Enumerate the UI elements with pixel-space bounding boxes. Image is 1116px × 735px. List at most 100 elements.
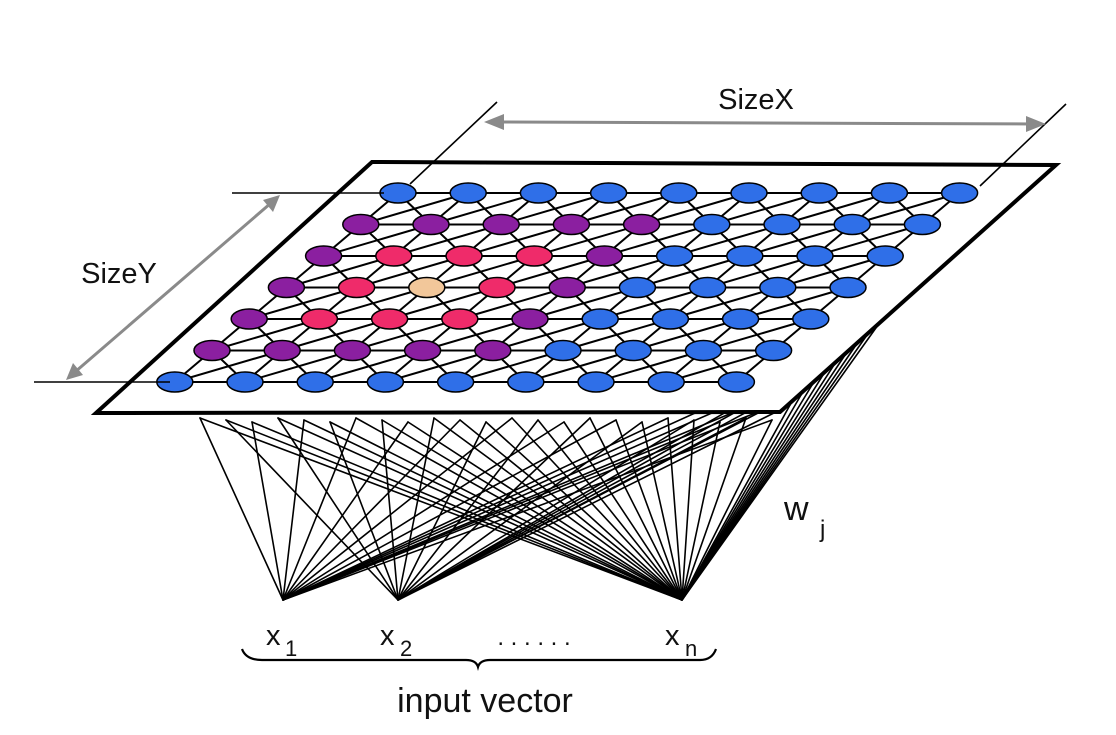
weight-connection <box>397 417 591 601</box>
neuron-node-purple <box>342 213 380 236</box>
neuron-node-blue <box>449 182 487 204</box>
lattice-link <box>426 255 535 289</box>
lattice-link <box>356 255 465 289</box>
input-vector-caption: input vector <box>397 682 573 720</box>
lattice-link <box>422 318 531 352</box>
weight-connection <box>282 417 669 601</box>
neuron-node-blue <box>577 371 615 393</box>
lattice-link <box>566 255 675 289</box>
size-y-dimension: SizeY <box>34 192 384 383</box>
weight-connection <box>641 421 683 601</box>
lattice-link <box>360 192 469 226</box>
input-xn-subscript: n <box>685 636 697 661</box>
neuron-node-blue <box>226 371 264 393</box>
lattice-link <box>604 223 713 257</box>
neuron-node-purple <box>552 213 591 236</box>
weight-symbol: w <box>783 490 809 528</box>
weight-connection <box>251 421 683 601</box>
weight-connection <box>397 421 643 601</box>
neuron-node-blue <box>866 245 904 267</box>
lattice-link <box>463 223 572 257</box>
weight-connection <box>282 419 617 601</box>
size-x-label: SizeX <box>718 84 794 116</box>
neuron-node-blue <box>581 308 619 330</box>
weight-connection <box>225 419 399 601</box>
input-x1-symbol: x <box>266 620 281 652</box>
input-xn-symbol: x <box>665 620 680 652</box>
lattice-link <box>781 192 890 226</box>
weight-connection <box>397 419 695 601</box>
neuron-node-blue <box>940 182 979 204</box>
lattice-link <box>281 318 390 352</box>
neuron-node-red <box>478 276 516 299</box>
neuron-node-purple <box>482 213 520 236</box>
neuron-node-purple <box>511 308 549 330</box>
weight-connection <box>681 421 721 601</box>
size-x-arrowhead-right <box>1026 116 1046 132</box>
neuron-node-blue <box>800 182 838 204</box>
size-y-arrowhead-top <box>263 195 280 212</box>
input-brace <box>240 648 718 671</box>
neuron-node-blue <box>614 339 652 362</box>
lattice-link <box>571 192 680 226</box>
lattice-link <box>851 192 960 226</box>
input-x1-subscript: 1 <box>285 636 297 661</box>
neuron-node-purple <box>333 339 372 362</box>
lattice-link <box>244 349 353 383</box>
neuron-node-blue <box>759 276 797 299</box>
size-y-arrowhead-bottom <box>66 363 83 380</box>
lattice-link <box>711 192 820 226</box>
lattice-link <box>665 349 774 383</box>
weight-connection <box>282 419 773 601</box>
weight-connection <box>251 421 284 601</box>
neuron-node-blue <box>589 182 628 204</box>
size-y-label: SizeY <box>81 258 157 290</box>
lattice-link <box>595 349 704 383</box>
size-x-dimension: SizeX <box>409 84 1067 187</box>
lattice-link <box>533 223 642 257</box>
neuron-node-blue <box>754 339 793 362</box>
lattice-link <box>500 192 609 226</box>
weight-connection <box>381 419 683 601</box>
weight-label: w j <box>783 490 825 543</box>
lattice-link <box>707 255 816 289</box>
neuron-node-purple <box>263 339 301 362</box>
neuron-node-blue <box>829 276 867 299</box>
neuron-node-purple <box>585 245 624 267</box>
weight-connection <box>225 419 683 601</box>
neuron-node-blue <box>618 276 657 299</box>
neuron-node-red <box>515 245 553 267</box>
weight-connection <box>397 419 539 601</box>
lattice-link <box>385 349 494 383</box>
neuron-node-blue <box>684 339 723 362</box>
neuron-grid <box>156 182 979 393</box>
weight-connection <box>199 417 683 601</box>
lattice-link <box>459 286 568 320</box>
size-x-tick-right <box>979 103 1067 187</box>
weight-connection <box>589 417 683 601</box>
neuron-node-purple <box>304 245 343 267</box>
neuron-node-purple <box>474 339 512 362</box>
lattice-link <box>740 286 849 320</box>
lattice-link <box>455 349 564 383</box>
neuron-node-blue <box>796 245 834 267</box>
neuron-node-purple <box>622 213 661 236</box>
input-labels: x 1 x 2 . . . . . . x n <box>266 620 697 661</box>
weight-connection <box>511 417 683 601</box>
input-ellipsis: . . . . . . <box>497 624 570 651</box>
neuron-node-blue <box>870 182 909 204</box>
lattice-link <box>814 223 923 257</box>
neuron-node-blue <box>763 213 801 236</box>
lattice-link <box>286 255 395 289</box>
weight-connection <box>459 419 683 601</box>
neuron-node-blue <box>903 213 942 236</box>
input-x2-subscript: 2 <box>400 636 412 661</box>
neuron-node-blue <box>792 308 830 330</box>
neuron-node-blue <box>726 245 764 267</box>
lattice-link <box>174 349 283 383</box>
lattice-link <box>319 286 428 320</box>
lattice-link <box>393 223 502 257</box>
neuron-node-blue <box>721 308 760 330</box>
weight-connection <box>199 417 284 601</box>
lattice-link <box>641 192 750 226</box>
